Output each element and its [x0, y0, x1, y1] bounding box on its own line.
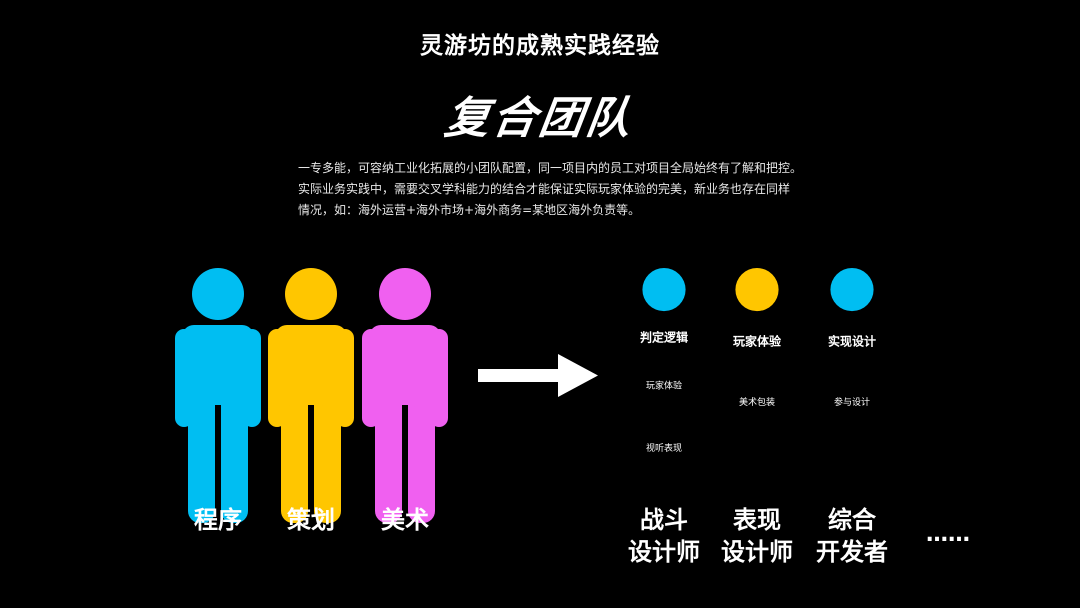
slide-subtitle: 灵游坊的成熟实践经验 — [420, 33, 660, 59]
segment-label: 实现设计 — [828, 333, 876, 348]
role-label: 策划 — [287, 506, 335, 534]
role-label-line2: 开发者 — [816, 538, 888, 566]
right-arrow-icon — [478, 354, 598, 397]
description-line: 一专多能，可容纳工业化拓展的小团队配置，同一项目内的员工对项目全局始终有了解和把… — [298, 161, 803, 175]
person-icon — [362, 268, 448, 523]
person-icon — [175, 268, 261, 523]
role-label: 程序 — [194, 506, 242, 534]
role-label-line2: 设计师 — [721, 538, 793, 566]
segment-label: 参与设计 — [834, 396, 870, 408]
role-label: 美术 — [381, 506, 429, 534]
segment-label: 美术包装 — [739, 396, 775, 408]
role-figure-2: 策划 — [268, 268, 354, 534]
segment-label: 判定逻辑 — [640, 329, 688, 344]
head-icon — [642, 268, 686, 312]
role-figure-1: 程序 — [175, 268, 261, 534]
head-icon — [830, 268, 874, 312]
segment-label: 玩家体验 — [733, 333, 782, 348]
role-label-line2: 设计师 — [628, 538, 700, 566]
description-line: 实际业务实践中，需要交叉学科能力的结合才能保证实际玩家体验的完美，新业务也存在同… — [298, 182, 791, 196]
segment-label: 视听表现 — [646, 442, 682, 454]
person-icon — [268, 268, 354, 523]
role-figure-3: 美术 — [362, 268, 448, 534]
segment-label: 玩家体验 — [646, 380, 682, 392]
role-label-line1: 综合 — [828, 506, 877, 534]
role-label-line1: 表现 — [733, 506, 781, 534]
ellipsis-text: …… — [926, 522, 970, 547]
description-line: 情况，如：海外运营+海外市场+海外商务=某地区海外负责等。 — [298, 203, 641, 217]
head-icon — [735, 268, 779, 312]
description-block: 一专多能，可容纳工业化拓展的小团队配置，同一项目内的员工对项目全局始终有了解和把… — [298, 158, 898, 221]
role-label-line1: 战斗 — [640, 506, 688, 534]
